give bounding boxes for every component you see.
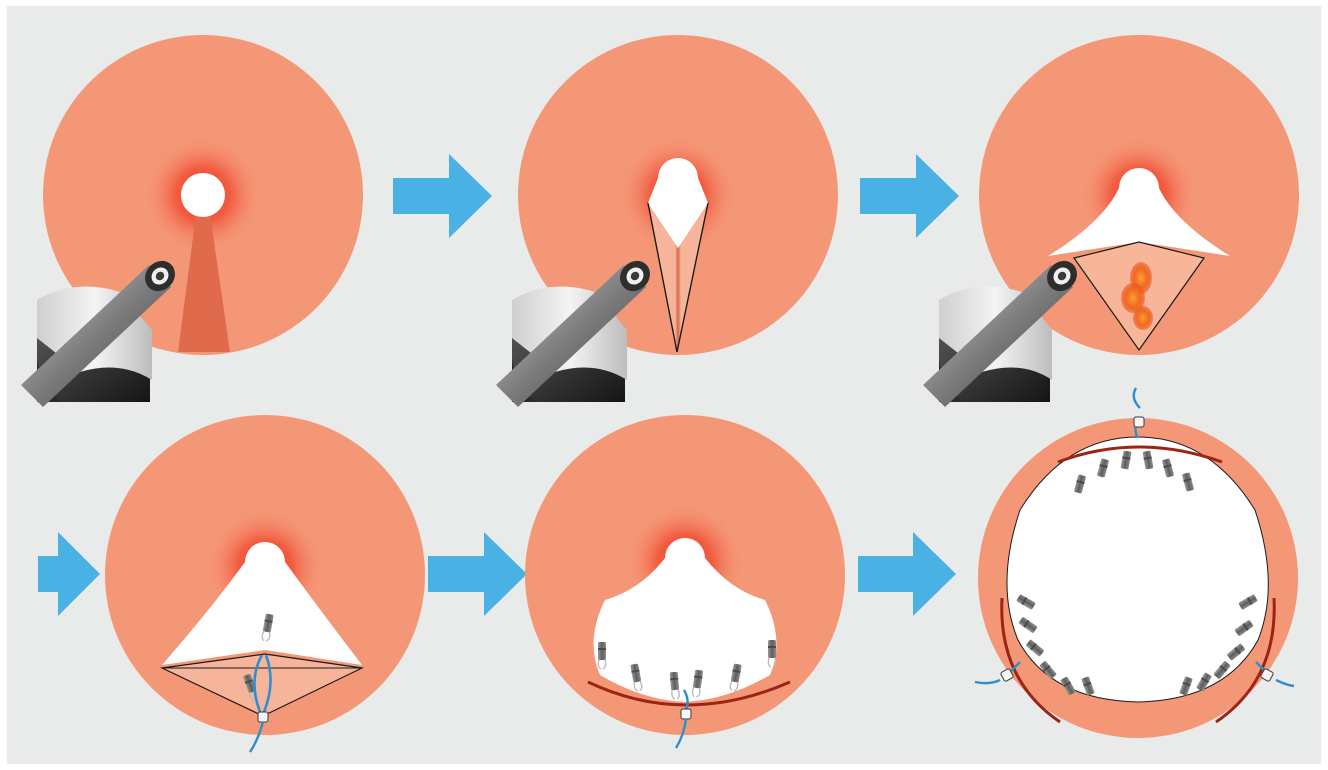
- endoscopic-procedure-diagram: [0, 0, 1328, 770]
